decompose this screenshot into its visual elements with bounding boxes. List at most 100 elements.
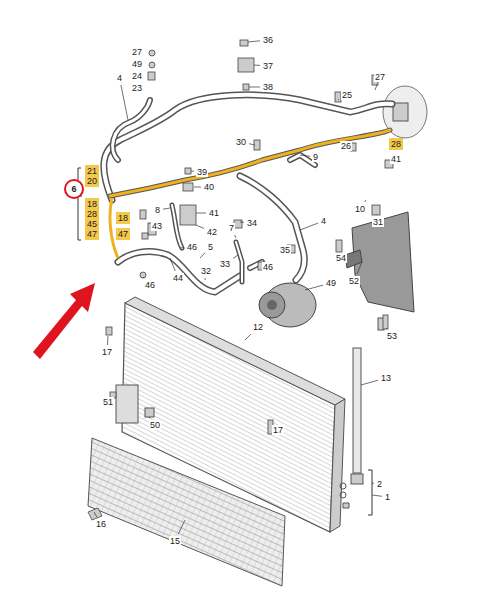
compressor xyxy=(264,283,316,327)
leader-line xyxy=(194,187,201,188)
receiver-drier xyxy=(353,348,361,473)
callout-number: 18 xyxy=(87,199,97,209)
callout-number: 7 xyxy=(228,223,235,233)
highlight-box: 18 xyxy=(116,212,130,224)
highlight-box: 28 xyxy=(389,138,403,150)
callout-number: 2 xyxy=(376,479,383,489)
callout-number: 13 xyxy=(380,373,392,383)
callout-number: 44 xyxy=(172,273,184,283)
leader-line xyxy=(149,417,151,418)
callout-number: 4 xyxy=(116,73,123,83)
drier-cap xyxy=(351,474,363,484)
callout-number: 42 xyxy=(206,227,218,237)
leader-line xyxy=(361,380,378,385)
callout-number: 24 xyxy=(131,71,143,81)
callout-circle: 6 xyxy=(64,179,84,199)
callout-number: 26 xyxy=(340,141,352,151)
callout-number: 38 xyxy=(262,82,274,92)
callout-number: 49 xyxy=(131,59,143,69)
leader-line xyxy=(249,87,260,88)
leader-line xyxy=(235,235,236,238)
callout-number: 40 xyxy=(203,182,215,192)
leader-line xyxy=(143,277,145,278)
callout-number: 28 xyxy=(87,209,97,219)
highlight-box: 18284547 xyxy=(85,198,99,240)
callout-number: 47 xyxy=(87,229,97,239)
callout-number: 23 xyxy=(131,83,143,93)
callout-number: 17 xyxy=(272,425,284,435)
leader-line xyxy=(376,214,377,215)
callout-number: 52 xyxy=(348,276,360,286)
callout-number: 46 xyxy=(262,262,274,272)
callout-number: 31 xyxy=(372,217,384,227)
leader-line xyxy=(386,328,388,329)
callout-number: 54 xyxy=(335,253,347,263)
leader-line xyxy=(372,483,374,484)
leader-line xyxy=(357,262,362,274)
callout-number: 36 xyxy=(262,35,274,45)
leader-line xyxy=(300,155,310,156)
callout-number: 16 xyxy=(95,519,107,529)
callout-number: 12 xyxy=(252,322,264,332)
highlight-box: 47 xyxy=(116,228,130,240)
callout-number: 49 xyxy=(325,278,337,288)
callout-number: 51 xyxy=(102,397,114,407)
group-bracket xyxy=(368,470,372,515)
callout-number: 27 xyxy=(131,47,143,57)
leader-line xyxy=(205,278,206,280)
leader-line xyxy=(180,247,184,248)
leader-line xyxy=(254,65,260,66)
callout-number: 41 xyxy=(208,208,220,218)
callout-number: 10 xyxy=(354,204,366,214)
callout-number: 18 xyxy=(118,213,128,223)
leader-line xyxy=(300,223,318,230)
callout-number: 50 xyxy=(149,420,161,430)
leader-lines xyxy=(94,41,387,534)
callout-number: 8 xyxy=(154,205,161,215)
leader-line xyxy=(196,225,204,228)
callout-number: 1 xyxy=(384,492,391,502)
pointer-arrow xyxy=(33,283,95,359)
callout-number: 46 xyxy=(144,280,156,290)
highlighted-line xyxy=(110,130,390,196)
callout-number: 30 xyxy=(235,137,247,147)
callout-number: 41 xyxy=(390,154,402,164)
callout-number: 15 xyxy=(169,536,181,546)
callout-number: 6 xyxy=(71,184,76,194)
callout-number: 39 xyxy=(196,167,208,177)
leader-line xyxy=(248,41,260,42)
callout-number: 47 xyxy=(118,229,128,239)
leader-line xyxy=(338,99,339,101)
leader-line xyxy=(107,336,109,345)
callout-number: 35 xyxy=(279,245,291,255)
callout-number: 37 xyxy=(262,61,274,71)
callout-number: 28 xyxy=(391,139,401,149)
callout-number: 53 xyxy=(386,331,398,341)
leader-line xyxy=(233,255,238,258)
callout-number: 9 xyxy=(312,152,319,162)
leader-line xyxy=(365,200,366,202)
leader-line xyxy=(240,222,244,223)
condenser-bracket xyxy=(116,385,138,423)
leader-line xyxy=(200,253,205,258)
leader-line xyxy=(375,84,377,90)
callout-number: 4 xyxy=(320,216,327,226)
callout-number: 17 xyxy=(101,347,113,357)
callout-number: 46 xyxy=(186,242,198,252)
ac-pipes xyxy=(104,95,392,292)
condenser-side xyxy=(330,399,345,532)
group-bracket xyxy=(78,168,82,240)
callout-number: 20 xyxy=(87,176,97,186)
leader-line xyxy=(178,520,185,534)
leader-line xyxy=(94,512,97,517)
callout-number: 33 xyxy=(219,259,231,269)
leader-line xyxy=(245,334,251,340)
callout-number: 34 xyxy=(246,218,258,228)
rubber-mount xyxy=(145,408,154,417)
callout-number: 21 xyxy=(87,166,97,176)
callout-number: 32 xyxy=(200,266,212,276)
leader-line xyxy=(249,144,255,145)
highlight-box: 2120 xyxy=(85,165,99,187)
callout-number: 43 xyxy=(151,221,163,231)
